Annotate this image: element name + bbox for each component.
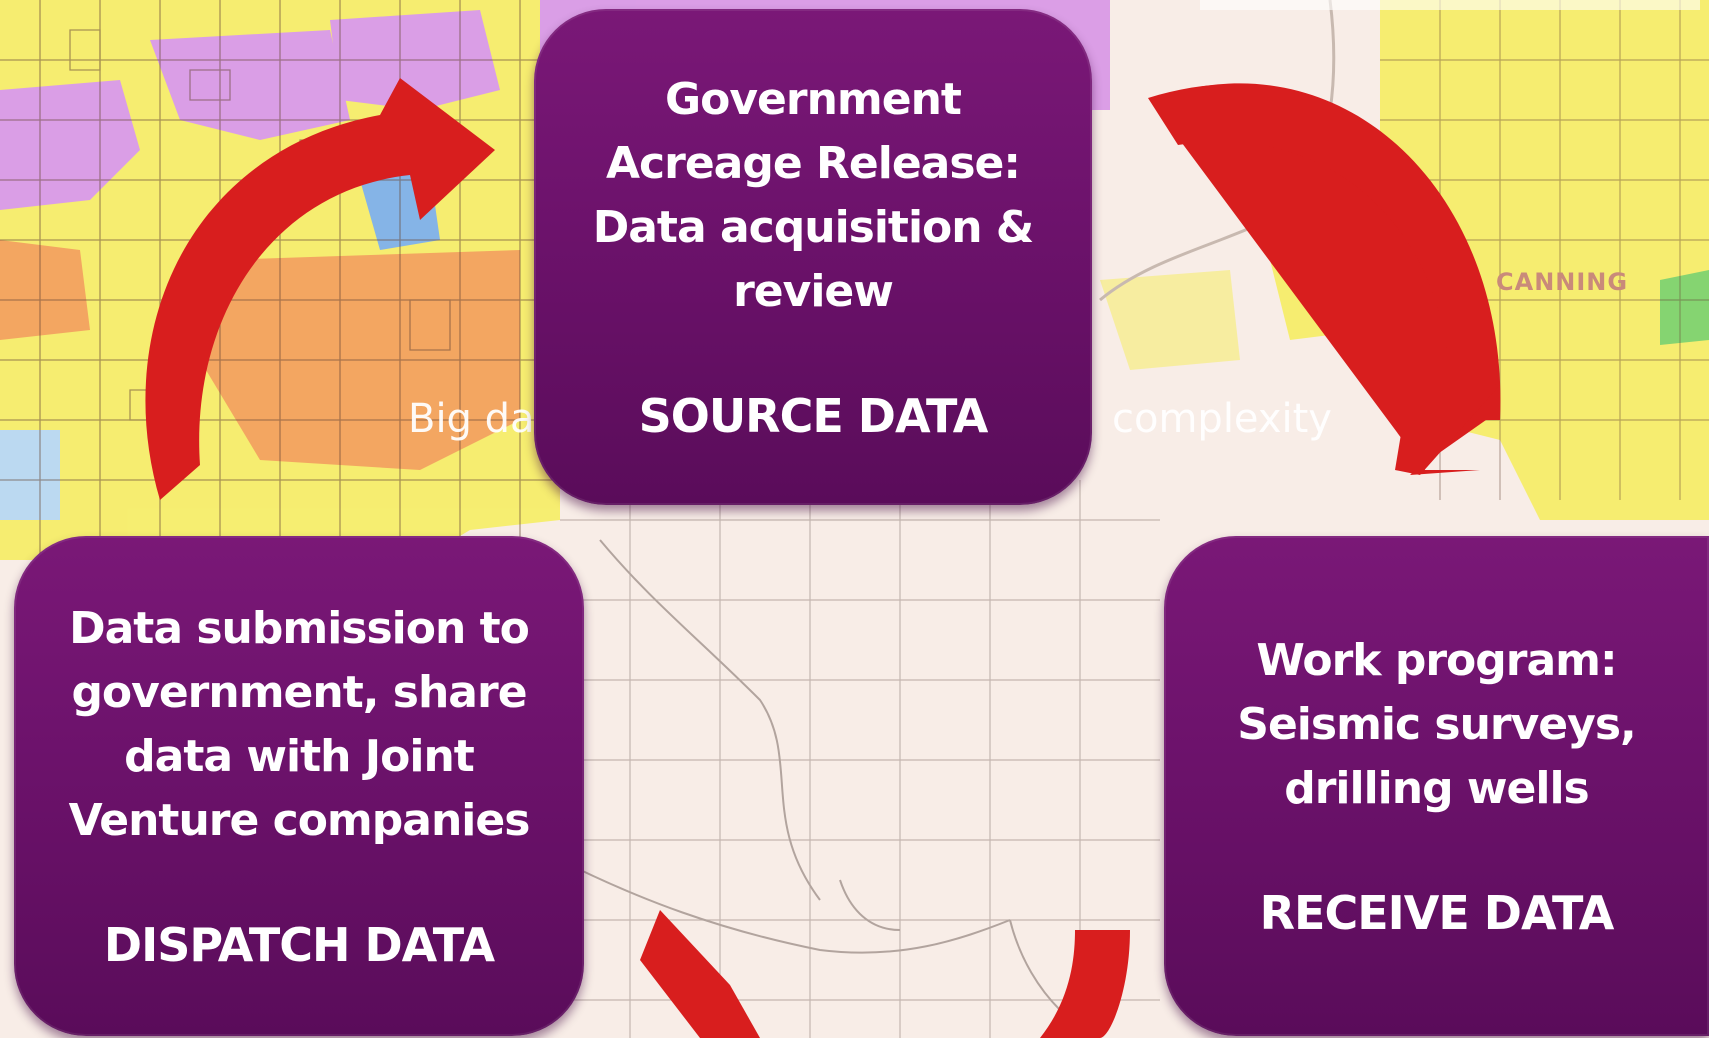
arrow-dispatch-to-source xyxy=(145,78,495,500)
description-line: Government xyxy=(665,74,962,125)
complexity-caption-fragment: complexity xyxy=(1112,396,1332,442)
description-line: government, share xyxy=(71,667,527,718)
arrow-source-to-receive xyxy=(1148,83,1501,475)
stage-dispatch-tag: DISPATCH DATA xyxy=(103,918,495,972)
description-line: Acreage Release: xyxy=(606,138,1021,189)
description-line: Seismic surveys, xyxy=(1237,699,1636,750)
arrow-receive-to-dispatch xyxy=(640,910,1130,1038)
stage-dispatch-description: Data submission to government, share dat… xyxy=(68,597,531,853)
description-line: Data acquisition & xyxy=(592,202,1035,253)
description-line: data with Joint xyxy=(124,731,475,782)
description-line: Data submission to xyxy=(69,603,530,654)
description-line: Venture companies xyxy=(68,795,531,846)
stage-dispatch-data: Data submission to government, share dat… xyxy=(14,536,584,1036)
canning-basin-label: CANNING xyxy=(1496,268,1629,296)
stage-receive-data: Work program: Seismic surveys, drilling … xyxy=(1164,536,1709,1036)
stage-source-description: Government Acreage Release: Data acquisi… xyxy=(592,68,1035,324)
stage-source-data: Government Acreage Release: Data acquisi… xyxy=(534,9,1092,505)
stage-receive-description: Work program: Seismic surveys, drilling … xyxy=(1237,629,1636,821)
big-data-caption-fragment: Big da xyxy=(408,396,535,442)
stage-source-tag: SOURCE DATA xyxy=(638,389,989,443)
description-line: drilling wells xyxy=(1284,763,1590,814)
lower-map-grid xyxy=(559,480,1160,1038)
stage-receive-tag: RECEIVE DATA xyxy=(1259,886,1615,940)
description-line: review xyxy=(733,266,894,317)
description-line: Work program: xyxy=(1256,635,1617,686)
